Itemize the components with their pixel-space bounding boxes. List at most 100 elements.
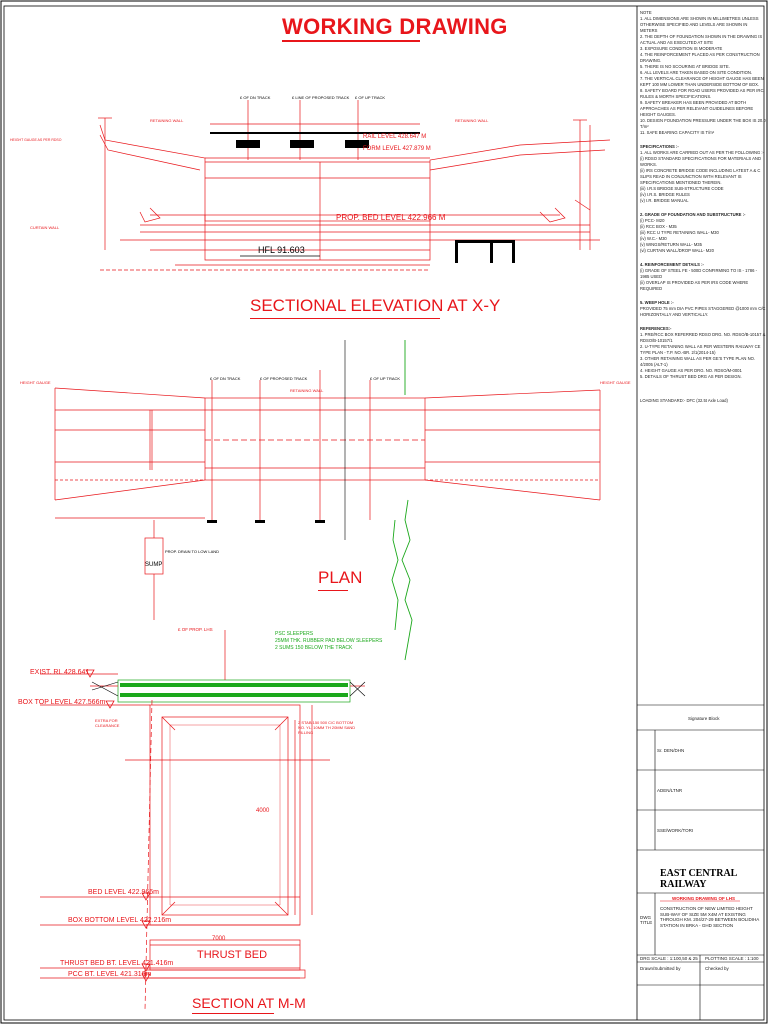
plan-heading: PLAN [318, 568, 363, 587]
sectional-elevation-drawing [98, 100, 611, 271]
height-gauge-label: HEIGHT GAUGE AS PER RDSO [10, 138, 62, 142]
retaining-wall-left-label: RETAINING WALL [150, 118, 184, 123]
sump-label: SUMP [145, 562, 163, 568]
spec-item: 5. DETAILS OF THRUST BED DRG AS PER DESI… [640, 374, 742, 379]
retaining-wall-right-label: RETAINING WALL [455, 118, 489, 123]
spec-item: 3. OTHER RETAINING WALL AS PER GE'S TYPE… [640, 356, 756, 367]
psc-sleepers-label: PSC SLEEPERS [275, 631, 314, 637]
spec-item: (vi) CURTAIN WALL/DROP WALL- M20 [640, 248, 714, 253]
note-item: 7. THE VERTICAL CLEARANCE OF HEIGHT GAUG… [640, 76, 764, 87]
bed-level-sec-label: BED LEVEL 422.966m [88, 889, 159, 896]
spec-item: (i) RDSO STANDARD SPECIFICATIONS FOR MAT… [640, 156, 761, 167]
checked-by-label: Checked by [705, 966, 729, 971]
dn-track-label: £ OF DN TRACK [240, 95, 271, 100]
box-bottom-label: BOX BOTTOM LEVEL 422.216m [68, 917, 172, 924]
box-top-label: BOX TOP LEVEL 427.566m [18, 699, 106, 706]
notes-heading: NOTE [640, 10, 652, 15]
note-item: 4. THE REINFORCEMENT PLACED AS PER CONST… [640, 52, 760, 63]
sig-row-2: ADEN/LTNR [657, 788, 683, 793]
spec-item: (i) PCC- M20 [640, 218, 665, 223]
drawing-of-label: WORKING DRAWING OF LHS [672, 896, 735, 901]
elevation-heading: SECTIONAL ELEVATION AT X-Y [250, 296, 501, 315]
plan-up-track-label: £ OF UP TRACK [370, 376, 401, 381]
spec-item: 1. ALL WORKS ARE CARRIED OUT AS PER THE … [640, 150, 764, 155]
up-track-label: £ OF UP TRACK [355, 95, 386, 100]
dim-7000-label: 7000 [212, 936, 226, 942]
note-item: 2. THE DEPTH OF FOUNDATION SHOWN IN THE … [640, 34, 763, 45]
form-level-label: FORM LEVEL 427.879 M [363, 146, 431, 152]
section-heading: SECTION AT M-M [192, 995, 306, 1011]
spec-item: (iv) W.C.- M30 [640, 236, 667, 241]
plotting-scale-label: PLOTTING SCALE : 1:100 [705, 956, 759, 961]
note-item: 6. ALL LEVELS ARE TAKEN BASED ON SITE CO… [640, 70, 753, 75]
plan-dn-track-label: £ OF DN TRACK [210, 376, 241, 381]
page-title: WORKING DRAWING [282, 14, 508, 39]
spec-item: (iii) I.R.S BRIDGE SUB-STRUCTURE CODE [640, 186, 724, 191]
note-item: 1. ALL DIMENSIONS ARE SHOWN IN MILLIMETR… [640, 16, 759, 33]
note-item: 9. SAFETY BREAKER HAS BEEN PROVIDED AT B… [640, 100, 754, 117]
thrust-bed-label: THRUST BED [197, 949, 268, 961]
plan-dn-markers [207, 520, 325, 523]
spec-item: 4. REINFORCEMENT DETAILS :- [640, 262, 704, 267]
sums-below-label: 2 SUMS 150 BELOW THE TRACK [275, 645, 353, 651]
exist-rl-label: EXIST. RL 428.641 [30, 669, 90, 676]
spec-item: (iii) RCC U TYPE RETAINING WALL- M30 [640, 230, 719, 235]
section-underline [192, 1013, 274, 1014]
note-item: 3. EXPOSURE CONDITION IS MODERATE [640, 46, 723, 51]
dwg-title-text: CONSTRUCTION OF NEW LIMITED HEIGHT SUB-W… [660, 906, 760, 928]
specs-heading: SPECIFICATIONS :- [640, 144, 679, 149]
spec-item: 2. GRADE OF FOUNDATION AND SUBSTRUCTURE … [640, 212, 746, 217]
clearance-label: EXTRA FOR CLEARANCE [95, 718, 120, 728]
drawn-by-label: Drawn/Submitted by [640, 966, 681, 971]
title-block [637, 704, 764, 1020]
road-level-label: £ OF PROP. LHS [178, 627, 213, 632]
weep-hole-label: 2 STAB 150 500 C/C BOTTOM NO. YL. 10MM T… [298, 720, 356, 735]
spec-item: (v) I.R. BRIDGE MANUAL [640, 198, 689, 203]
dwg-title-label: DWG TITLE [640, 915, 653, 925]
sig-row-3: SSE/WORK/TORI [657, 828, 694, 833]
note-item: 10. DESIGN FOUNDATION PRESSURE UNDER THE… [640, 118, 766, 129]
sig-row-1: Sr. DEN/DHN [657, 748, 685, 753]
plan-height-gauge-left: HEIGHT GAUGE [20, 380, 51, 385]
section-sleepers [120, 683, 348, 697]
title-underline [282, 40, 420, 42]
pcc-bt-label: PCC BT. LEVEL 421.316m [68, 971, 152, 978]
spec-item: (v) WINGS/RETURN WALL- M35 [640, 242, 702, 247]
note-item: 11. SAFE BEARING CAPACITY IS T/m² [640, 130, 715, 135]
spec-item: (ii) IRS CONCRETE BRIDGE CODE INCLUDING … [640, 168, 761, 185]
hfl-label: HFL 91.603 [258, 245, 305, 255]
drg-scale-label: DRG SCALE : 1:100,50 & 25 [640, 956, 698, 961]
spec-item: (i) GRADE OF STEEL FE - 500D CONFIRMING … [640, 268, 757, 279]
plan-drawing [54, 370, 601, 620]
loading-standard: LOADING STANDARD:- DFC (32.5t Axle Load) [640, 398, 728, 403]
plan-retaining-wall-label: RETAINING WALL [290, 388, 324, 393]
spec-item: 4. HEIGHT GAUGE AS PER DRG. NO. RDSO/M-0… [640, 368, 742, 373]
spec-item: 2. U-TYPE RETAINING WALL AS PER WESTERN … [640, 344, 761, 355]
note-item: 5. THERE IS NO SCOURING AT BRIDGE SITE. [640, 64, 730, 69]
spec-item: (iv) I.R.S. BRIDGE RULES [640, 192, 690, 197]
spec-item: PROVIDED 75 mm DIA PVC PIPES STAGGERED @… [640, 306, 766, 317]
note-item: 8. SAFETY BOARD FOR ROAD USERS PROVIDED … [640, 88, 764, 99]
plan-underline [318, 590, 348, 591]
signature-block-label: Signature Block [688, 716, 720, 721]
plan-line-track-label: £ OF PROPOSED TRACK [260, 376, 308, 381]
curtain-wall-label: CURTAIN WALL [30, 225, 60, 230]
level-markers [85, 669, 151, 982]
track-sleepers-elevation [210, 132, 515, 263]
rubber-pad-label: 25MM THK. RUBBER PAD BELOW SLEEPERS [275, 638, 383, 644]
spec-item: (ii) RCC BOX - M35 [640, 224, 677, 229]
ballast-hatch [91, 681, 366, 697]
railway-name: EAST CENTRAL RAILWAY [660, 868, 737, 890]
spec-item: (ii) OVERLAP IS PROVIDED AS PER IRS CODE… [640, 280, 749, 291]
spec-item: 5. WEEP HOLE :- [640, 300, 674, 305]
plan-height-gauge-right: HEIGHT GAUGE [600, 380, 631, 385]
notes-panel: NOTE 1. ALL DIMENSIONS ARE SHOWN IN MILL… [640, 10, 766, 404]
elevation-underline [250, 318, 440, 319]
plan-alignment-line [391, 340, 413, 661]
dim-4000-label: 4000 [256, 808, 270, 814]
rail-level-label: RAIL LEVEL 428.647 M [363, 134, 427, 140]
bed-level-label: PROP. BED LEVEL 422.966 M [336, 213, 446, 222]
spec-item: REFERENCES:- [640, 326, 672, 331]
spec-item: 1. PRE/RCC BOX REFERRED RDSO DRG. NO. RD… [640, 332, 766, 343]
